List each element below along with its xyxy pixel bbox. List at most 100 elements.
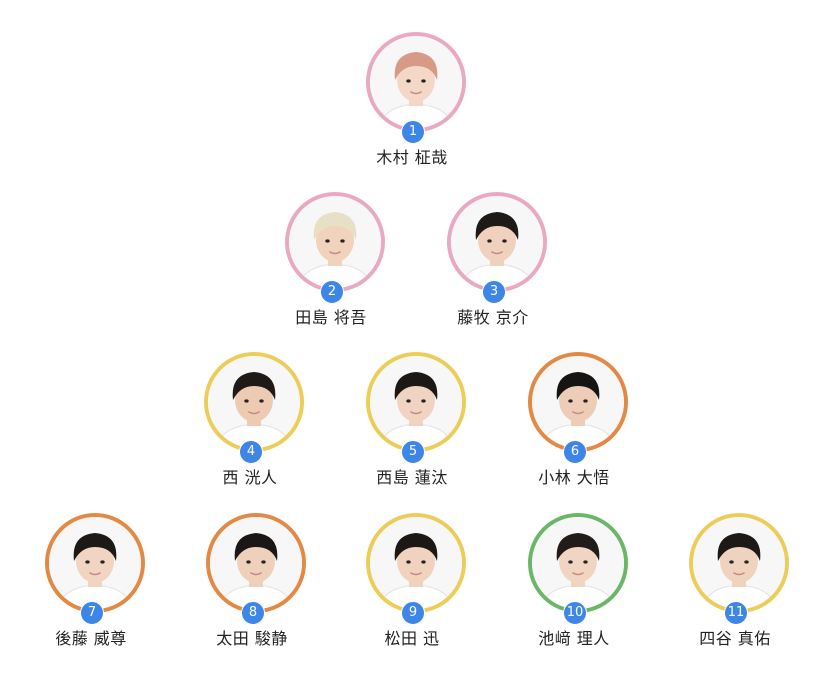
- right-eye-shape: [340, 239, 345, 243]
- face-shape: [720, 539, 758, 583]
- right-eye-shape: [583, 399, 588, 403]
- hair-shape: [313, 212, 357, 240]
- portrait-graphic: [49, 517, 141, 609]
- member-card-6[interactable]: 6 小林 大悟: [508, 352, 648, 502]
- rank-badge-1: 1: [401, 120, 425, 144]
- face-shape: [237, 539, 275, 583]
- left-eye-shape: [729, 560, 734, 564]
- left-eye-shape: [568, 560, 573, 564]
- portrait-graphic: [210, 517, 302, 609]
- rank-badge-4: 4: [239, 440, 263, 464]
- right-eye-shape: [100, 560, 105, 564]
- rank-badge-7: 7: [80, 601, 104, 625]
- rank-badge-8: 8: [241, 601, 265, 625]
- portrait-graphic: [693, 517, 785, 609]
- hair-shape: [394, 372, 438, 400]
- member-name-11: 四谷 真佑: [699, 629, 771, 648]
- member-photo-2: [285, 192, 385, 292]
- mouth-shape: [410, 572, 422, 576]
- right-eye-shape: [261, 560, 266, 564]
- mouth-shape: [410, 91, 422, 95]
- member-card-8[interactable]: 8 太田 駿静: [186, 513, 326, 663]
- face-shape: [397, 58, 435, 102]
- portrait-graphic: [370, 517, 462, 609]
- mouth-shape: [89, 572, 101, 576]
- member-name-1: 木村 柾哉: [376, 148, 448, 167]
- face-shape: [397, 539, 435, 583]
- rank-badge-10: 10: [563, 601, 587, 625]
- member-photo-6: [528, 352, 628, 452]
- hair-shape: [717, 533, 761, 561]
- right-eye-shape: [421, 399, 426, 403]
- hair-shape: [556, 372, 600, 400]
- hair-shape: [394, 533, 438, 561]
- member-card-3[interactable]: 3 藤牧 京介: [427, 192, 567, 342]
- mouth-shape: [491, 251, 503, 255]
- member-photo-8: [206, 513, 306, 613]
- member-card-7[interactable]: 7 後藤 威尊: [25, 513, 165, 663]
- right-eye-shape: [421, 560, 426, 564]
- rank-badge-6: 6: [563, 440, 587, 464]
- member-photo-3: [447, 192, 547, 292]
- left-eye-shape: [406, 560, 411, 564]
- member-name-2: 田島 将吾: [295, 308, 367, 327]
- portrait-graphic: [370, 356, 462, 448]
- member-photo-10: [528, 513, 628, 613]
- mouth-shape: [250, 572, 262, 576]
- mouth-shape: [733, 572, 745, 576]
- hair-shape: [232, 372, 276, 400]
- mouth-shape: [329, 251, 341, 255]
- mouth-shape: [572, 411, 584, 415]
- member-card-10[interactable]: 10 池﨑 理人: [508, 513, 648, 663]
- right-eye-shape: [421, 79, 426, 83]
- member-name-9: 松田 迅: [384, 629, 440, 648]
- member-name-10: 池﨑 理人: [538, 629, 610, 648]
- portrait-graphic: [370, 36, 462, 128]
- left-eye-shape: [246, 560, 251, 564]
- rank-badge-2: 2: [320, 280, 344, 304]
- hair-shape: [475, 212, 519, 240]
- left-eye-shape: [85, 560, 90, 564]
- rank-badge-5: 5: [401, 440, 425, 464]
- hair-shape: [556, 533, 600, 561]
- portrait-graphic: [532, 356, 624, 448]
- member-card-4[interactable]: 4 西 洸人: [184, 352, 324, 502]
- portrait-graphic: [289, 196, 381, 288]
- member-card-2[interactable]: 2 田島 将吾: [265, 192, 405, 342]
- mouth-shape: [248, 411, 260, 415]
- member-photo-4: [204, 352, 304, 452]
- member-name-5: 西島 蓮汰: [376, 468, 448, 487]
- member-card-11[interactable]: 11 四谷 真佑: [669, 513, 809, 663]
- hair-shape: [73, 533, 117, 561]
- rank-badge-3: 3: [482, 280, 506, 304]
- member-name-7: 後藤 威尊: [55, 629, 127, 648]
- right-eye-shape: [502, 239, 507, 243]
- left-eye-shape: [406, 79, 411, 83]
- member-card-1[interactable]: 1 木村 柾哉: [346, 32, 486, 182]
- left-eye-shape: [406, 399, 411, 403]
- face-shape: [76, 539, 114, 583]
- member-photo-9: [366, 513, 466, 613]
- member-name-6: 小林 大悟: [538, 468, 610, 487]
- member-card-5[interactable]: 5 西島 蓮汰: [346, 352, 486, 502]
- member-photo-5: [366, 352, 466, 452]
- hair-shape: [394, 52, 438, 80]
- left-eye-shape: [487, 239, 492, 243]
- face-shape: [316, 218, 354, 262]
- left-eye-shape: [568, 399, 573, 403]
- member-photo-7: [45, 513, 145, 613]
- member-name-4: 西 洸人: [222, 468, 278, 487]
- mouth-shape: [410, 411, 422, 415]
- face-shape: [559, 378, 597, 422]
- face-shape: [478, 218, 516, 262]
- mouth-shape: [572, 572, 584, 576]
- member-photo-1: [366, 32, 466, 132]
- portrait-graphic: [208, 356, 300, 448]
- member-card-9[interactable]: 9 松田 迅: [346, 513, 486, 663]
- rank-badge-11: 11: [724, 601, 748, 625]
- face-shape: [397, 378, 435, 422]
- face-shape: [559, 539, 597, 583]
- rank-badge-9: 9: [401, 601, 425, 625]
- right-eye-shape: [259, 399, 264, 403]
- member-name-3: 藤牧 京介: [457, 308, 529, 327]
